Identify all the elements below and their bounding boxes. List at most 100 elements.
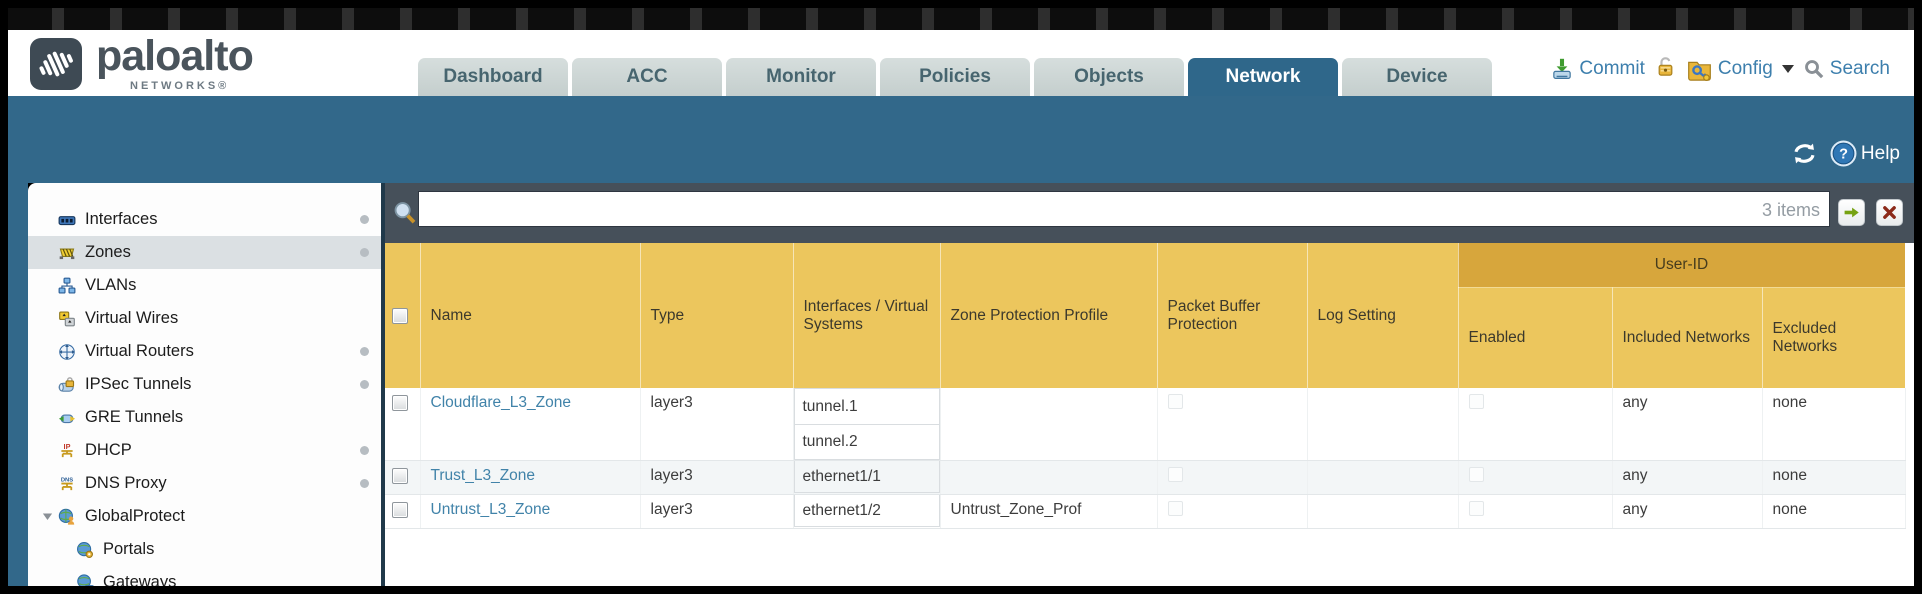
log-setting-cell [1307,460,1459,495]
sidebar-item-portals[interactable]: Portals [28,533,385,566]
zone-name-link[interactable]: Untrust_L3_Zone [430,501,551,518]
select-all-checkbox[interactable] [392,307,408,324]
interface-item[interactable]: ethernet1/1 [793,460,940,493]
zone-name-link[interactable]: Cloudflare_L3_Zone [430,394,571,411]
globalprotect-icon [58,508,78,526]
sidebar-item-gre-tunnels[interactable]: GRE Tunnels [28,401,385,434]
col-header-type[interactable]: Type [640,243,794,388]
packet-buffer-protection-cell [1157,494,1308,529]
row-checkbox[interactable] [392,468,408,484]
status-dot [360,446,369,455]
interface-item[interactable]: ethernet1/2 [793,494,940,527]
user-id-enabled-cell [1458,494,1613,529]
user-id-enabled-cell [1458,460,1613,495]
sidebar-item-virtual-wires[interactable]: Virtual Wires [28,302,385,335]
left-teal-strip [8,183,28,586]
dns-proxy-icon: DNS [58,475,78,493]
col-header-log-setting[interactable]: Log Setting [1307,243,1459,388]
excluded-networks-cell: none [1762,460,1906,495]
sidebar-item-zones[interactable]: Zones [28,236,385,269]
portals-icon [76,541,96,559]
sidebar-item-label: Interfaces [85,210,158,228]
interfaces-cell: ethernet1/1 [793,460,941,495]
svg-text:?: ? [1839,147,1848,163]
chevron-down-icon [1781,65,1794,73]
vlans-icon [58,277,78,295]
row-checkbox[interactable] [392,395,408,411]
packet-buffer-checkbox [1167,467,1183,482]
help-button[interactable]: ? Help [1830,140,1900,167]
sidebar-splitter[interactable] [381,183,385,586]
status-dot [360,380,369,389]
tab-objects[interactable]: Objects [1034,58,1184,96]
col-header-excluded-networks[interactable]: Excluded Networks [1762,287,1906,388]
col-header-packet-buffer[interactable]: Packet Buffer Protection [1157,243,1308,388]
sidebar-item-interfaces[interactable]: Interfaces [28,203,385,236]
tab-monitor[interactable]: Monitor [726,58,876,96]
status-dot [360,479,369,488]
gateways-icon [76,573,96,586]
interface-item[interactable]: tunnel.2 [793,424,940,460]
clear-filter-button[interactable] [1876,199,1903,226]
sidebar-item-vlans[interactable]: VLANs [28,269,385,302]
sidebar-item-label: Gateways [103,573,177,586]
sidebar-item-ipsec-tunnels[interactable]: IPSec Tunnels [28,368,385,401]
commit-button[interactable]: Commit [1550,57,1645,81]
brand-subtitle: NETWORKS® [130,80,230,92]
row-checkbox[interactable] [392,502,408,518]
expander-icon[interactable] [42,511,58,522]
commit-icon [1553,58,1572,79]
sidebar-item-globalprotect[interactable]: GlobalProtect [28,500,385,533]
col-header-name[interactable]: Name [420,243,641,388]
zone-protection-profile-cell [940,460,1158,495]
tab-network[interactable]: Network [1188,58,1338,96]
teal-band: ? Help [8,96,1914,183]
zone-name-link[interactable]: Trust_L3_Zone [430,467,536,484]
packet-buffer-protection-cell [1157,460,1308,495]
status-dot [360,248,369,257]
refresh-icon[interactable] [1791,142,1818,165]
lock-icon[interactable] [1654,55,1677,84]
main-content: 3 items Name Type Interfaces / Virtual S… [385,183,1914,586]
items-count: 3 items [1761,200,1820,220]
sidebar-item-label: Virtual Routers [85,342,194,360]
status-dot [360,215,369,224]
paloalto-logo-icon [30,38,82,90]
search-button[interactable]: Search [1803,58,1890,80]
sidebar-item-label: Portals [103,540,155,558]
filter-input[interactable] [418,191,1830,227]
included-networks-cell: any [1612,460,1763,495]
sidebar-item-label: GRE Tunnels [85,408,184,426]
sidebar-item-label: Zones [85,243,131,261]
tab-device[interactable]: Device [1342,58,1492,96]
interfaces-cell: ethernet1/2 [793,494,941,529]
col-header-zone-protection[interactable]: Zone Protection Profile [940,243,1158,388]
user-id-enabled-checkbox [1468,501,1484,516]
col-header-included-networks[interactable]: Included Networks [1612,287,1763,388]
search-label: Search [1829,58,1890,79]
zone-protection-profile-cell: Untrust_Zone_Prof [940,494,1158,529]
virtual-routers-icon [58,343,78,361]
interface-item[interactable]: tunnel.1 [793,388,940,424]
zone-name-cell: Cloudflare_L3_Zone [420,388,641,461]
ipsec-tunnels-icon [58,376,78,394]
paloalto-logo: paloalto NETWORKS® [30,32,330,96]
commit-label: Commit [1579,58,1645,79]
tab-dashboard[interactable]: Dashboard [418,58,568,96]
tab-policies[interactable]: Policies [880,58,1030,96]
zone-name-cell: Untrust_L3_Zone [420,494,641,529]
apply-filter-button[interactable] [1838,199,1865,226]
config-menu[interactable]: Config [1686,57,1794,81]
sidebar-item-label: VLANs [85,276,137,294]
tab-acc[interactable]: ACC [572,58,722,96]
col-header-interfaces[interactable]: Interfaces / Virtual Systems [793,243,941,388]
sidebar-item-gateways[interactable]: Gateways [28,566,385,586]
col-header-enabled[interactable]: Enabled [1458,287,1613,388]
sidebar-item-virtual-routers[interactable]: Virtual Routers [28,335,385,368]
